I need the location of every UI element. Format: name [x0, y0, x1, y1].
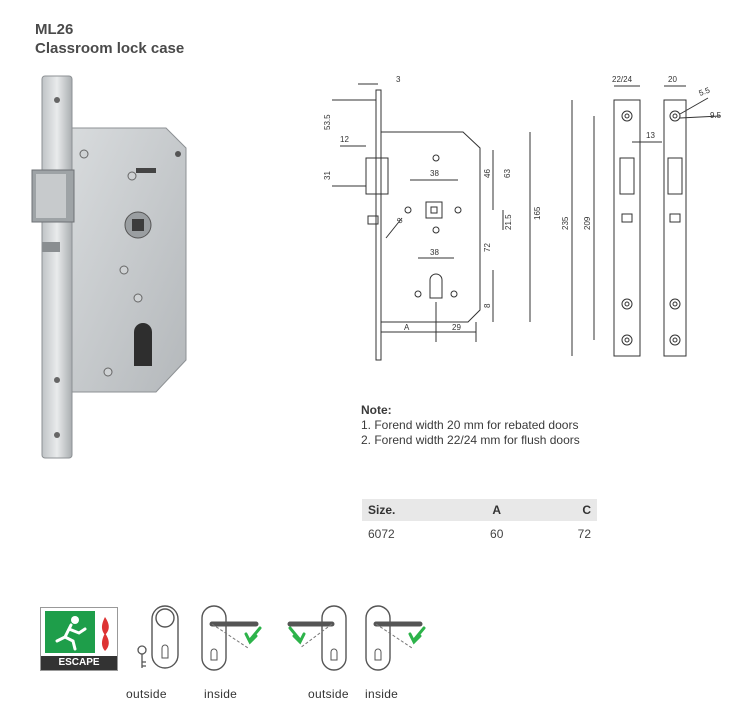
dim-8-hole: 8: [395, 216, 405, 226]
lock-side-view-drawing: 3 53.5 12 31 38 46 63 165 8 21.5 72 38 8…: [323, 75, 542, 361]
dim-53-5: 53.5: [323, 114, 332, 130]
caption-outside-2: outside: [308, 687, 349, 701]
inside-lever-icon: [201, 605, 262, 671]
cell-a: 60: [490, 527, 504, 541]
cell-size: 6072: [368, 527, 395, 541]
dim-31: 31: [323, 171, 332, 180]
dim-165: 165: [533, 206, 542, 220]
caption-inside-2: inside: [365, 687, 399, 701]
dim-22-24: 22/24: [612, 75, 633, 84]
dim-9-5: 9.5: [710, 111, 722, 120]
knob-and-key-icon: [137, 605, 179, 669]
header-a: A: [459, 499, 535, 521]
dim-3: 3: [396, 75, 401, 84]
note-block: Note: 1. Forend width 20 mm for rebated …: [361, 403, 580, 448]
cell-c: 72: [577, 527, 591, 541]
dim-63: 63: [503, 169, 512, 178]
lock-case-photo: [31, 75, 187, 459]
note-line-1: 1. Forend width 20 mm for rebated doors: [361, 418, 579, 432]
fire-icon: [97, 611, 113, 653]
dim-38-top: 38: [430, 169, 439, 178]
running-man-icon: [45, 611, 95, 653]
caption-outside-1: outside: [126, 687, 167, 701]
outside-lever-icon: [287, 605, 347, 671]
dim-235: 235: [561, 216, 570, 230]
dim-38-bottom: 38: [430, 248, 439, 257]
header-size: Size.: [362, 499, 460, 521]
table-row: 6072 60 72: [362, 521, 597, 547]
dim-20: 20: [668, 75, 677, 84]
header-c: C: [534, 499, 597, 521]
product-title: ML26 Classroom lock case: [35, 20, 184, 58]
escape-sign: ESCAPE: [40, 607, 118, 671]
dim-13: 13: [646, 131, 655, 140]
dim-29: 29: [452, 323, 461, 332]
table-header-row: Size. A C: [362, 499, 597, 521]
inside-lever-icon-2: [365, 605, 426, 671]
dim-12: 12: [340, 135, 349, 144]
dim-A: A: [404, 323, 410, 332]
product-code: ML26: [35, 21, 74, 38]
note-line-2: 2. Forend width 22/24 mm for flush doors: [361, 433, 580, 447]
forend-views-drawing: 22/24 20 5.5 9.5 13 235 209: [561, 75, 722, 357]
dim-72: 72: [483, 243, 492, 252]
dim-5-5: 5.5: [698, 85, 712, 97]
dim-46: 46: [483, 169, 492, 178]
dim-209: 209: [583, 216, 592, 230]
note-heading: Note:: [361, 403, 392, 417]
product-name: Classroom lock case: [35, 40, 185, 57]
escape-label: ESCAPE: [41, 656, 117, 670]
dim-21-5: 21.5: [504, 214, 513, 230]
size-table: Size. A C 6072 60 72: [362, 499, 597, 547]
caption-inside-1: inside: [204, 687, 238, 701]
dim-8-bottom: 8: [483, 303, 492, 308]
